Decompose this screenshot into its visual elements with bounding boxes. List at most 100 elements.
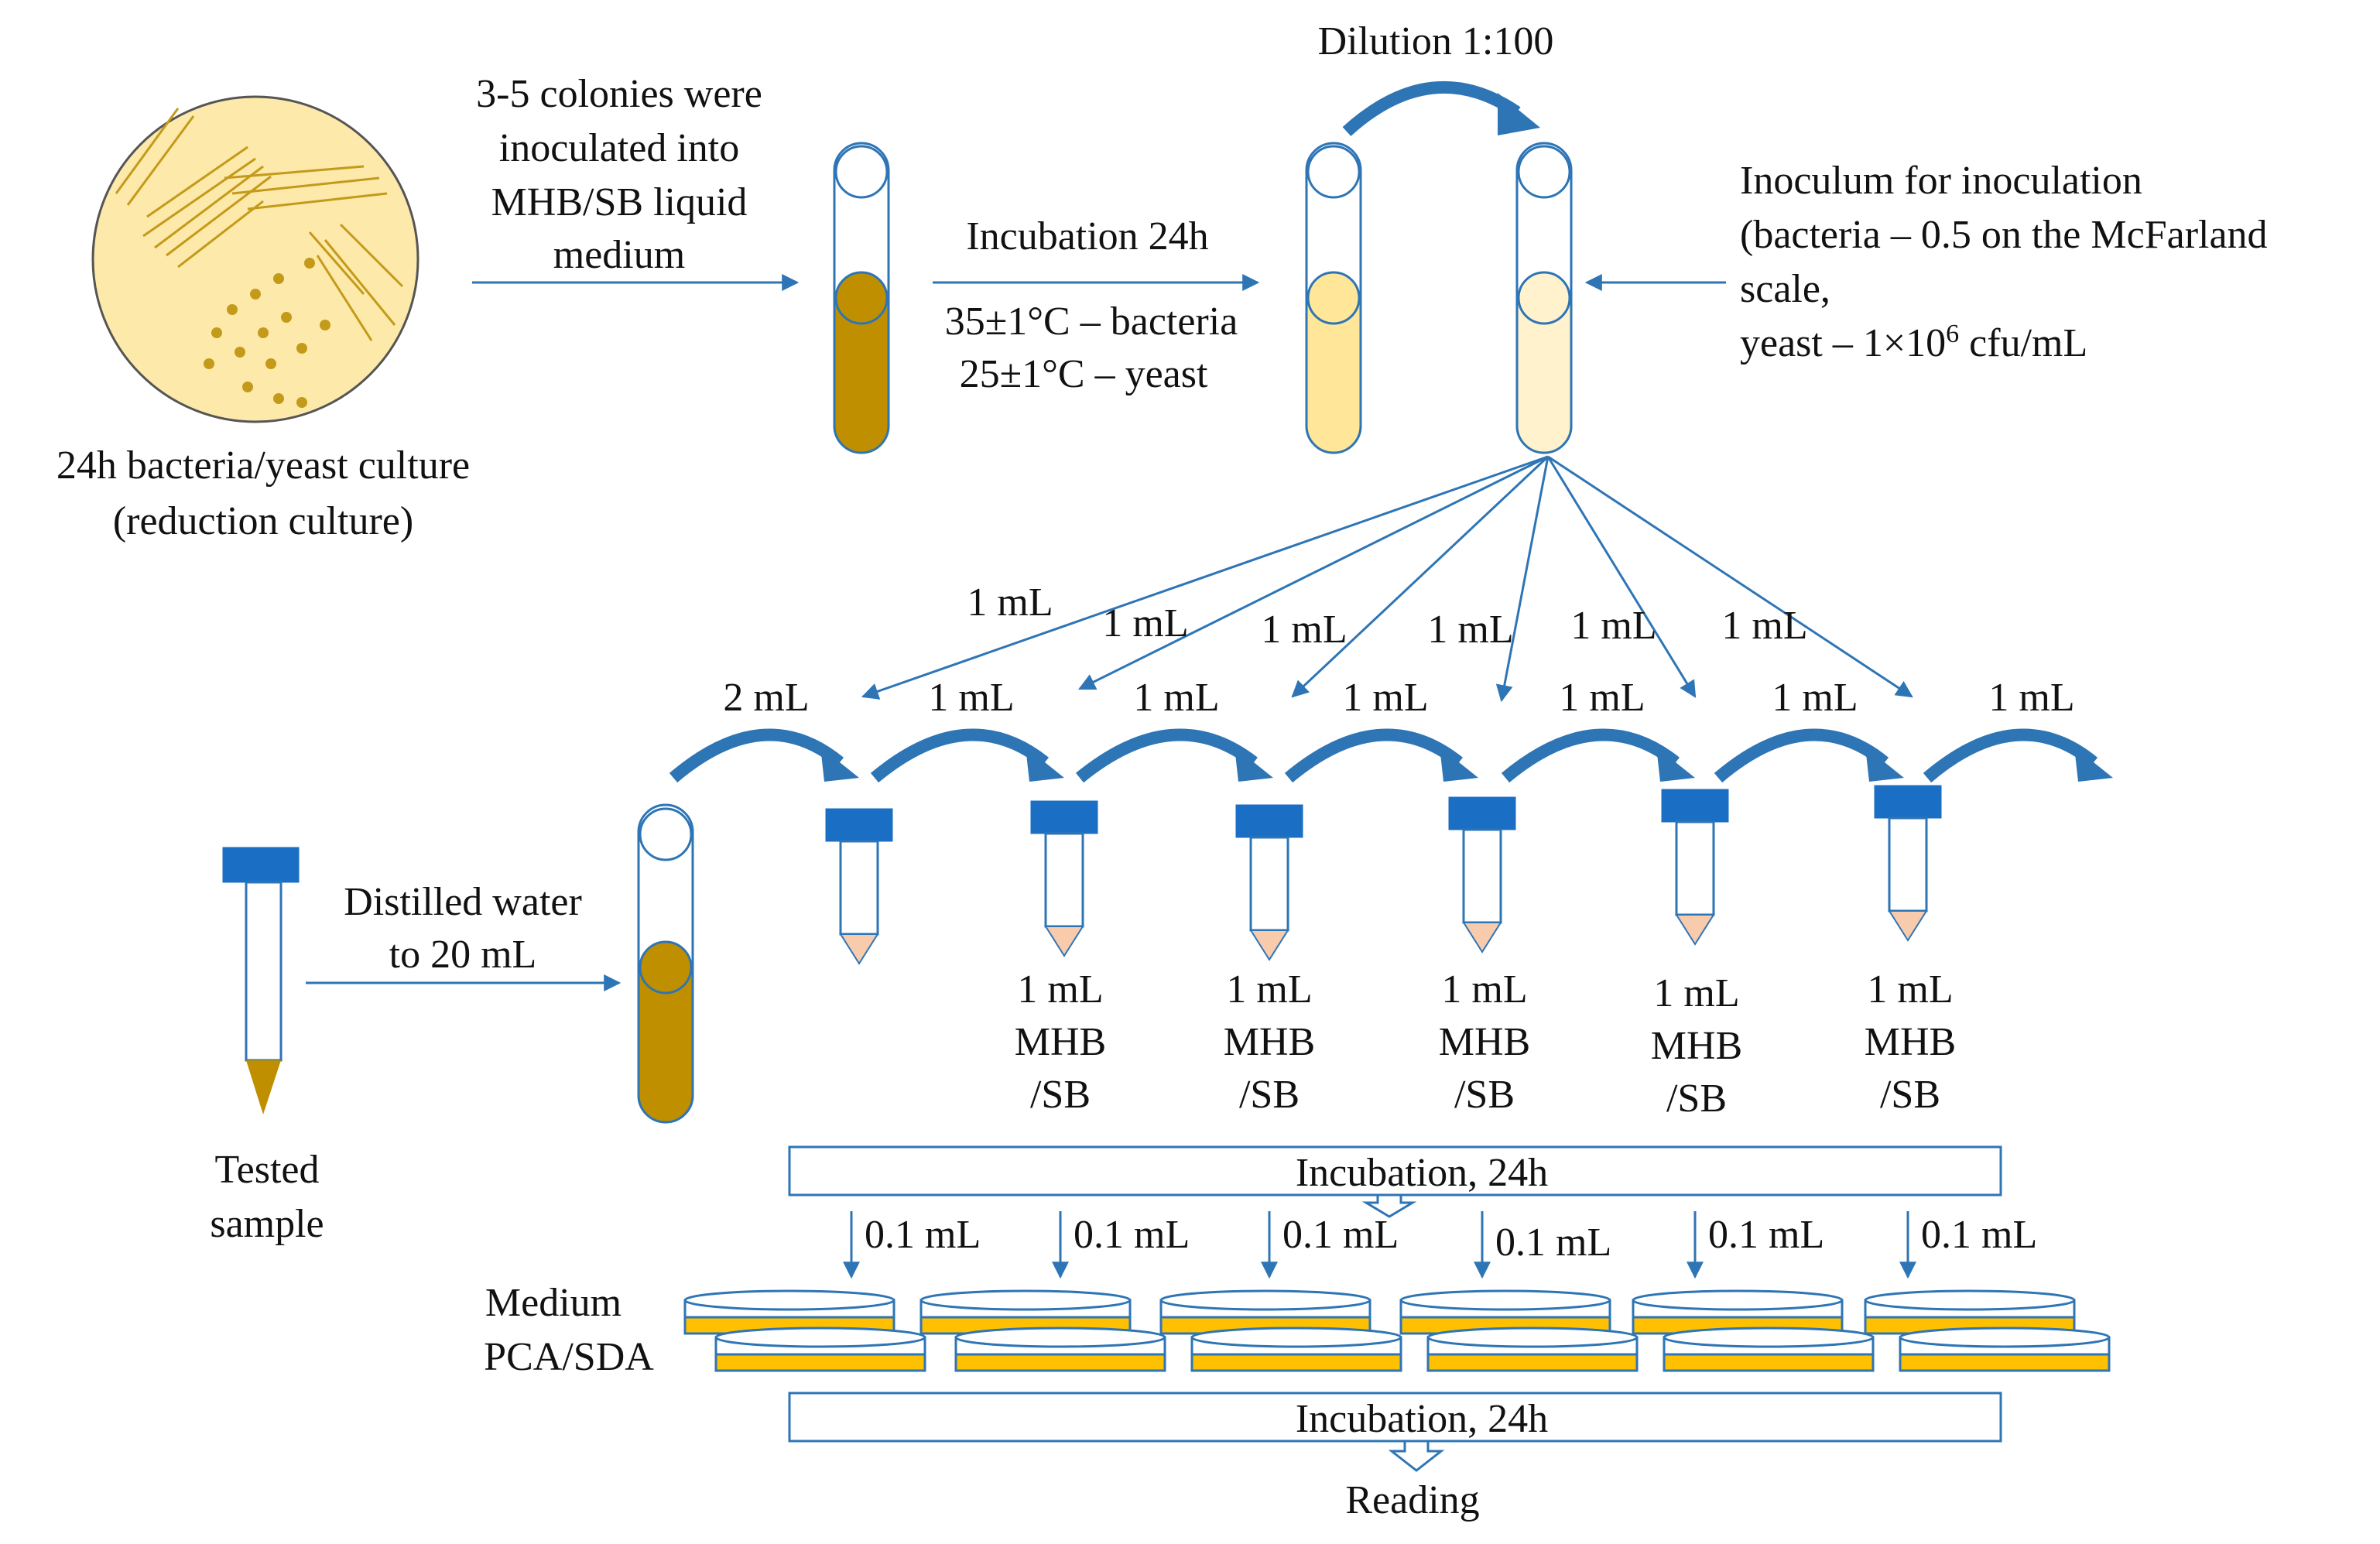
medium-label-line2: PCA/SDA bbox=[484, 1335, 654, 1379]
colonies-label-line4: medium bbox=[553, 233, 685, 277]
transfer-arrow bbox=[1501, 728, 1680, 783]
medium-volume-label: 1 mL bbox=[1226, 967, 1312, 1012]
agar-plate-icon bbox=[1190, 1327, 1402, 1372]
agar-plate-icon bbox=[683, 1289, 895, 1335]
inoculum-arrow bbox=[861, 455, 1549, 700]
plating-volume-label: 0.1 mL bbox=[1074, 1213, 1190, 1257]
plating-volume-label: 0.1 mL bbox=[1495, 1220, 1611, 1265]
medium-volume-label: 1 mL bbox=[1653, 971, 1739, 1015]
culture-colonies bbox=[204, 258, 330, 408]
inoculum-tube-icon bbox=[1515, 142, 1573, 454]
medium-volume-label: MHB bbox=[1651, 1024, 1742, 1068]
incubation-final-label: Incubation, 24h bbox=[1296, 1397, 1548, 1441]
culture-streaks bbox=[115, 108, 404, 341]
medium-volume-label: 1 mL bbox=[1867, 967, 1953, 1012]
medium-volume-label: MHB bbox=[1439, 1020, 1530, 1064]
medium-volume-label: /SB bbox=[1880, 1073, 1940, 1117]
inoculum-volume-label: 1 mL bbox=[1721, 604, 1807, 648]
plating-volume-label: 0.1 mL bbox=[1708, 1213, 1824, 1257]
sample-dilution-tube-icon bbox=[637, 803, 694, 1124]
transfer-volume-label: 1 mL bbox=[1559, 676, 1645, 720]
reading-label: Reading bbox=[1345, 1478, 1479, 1522]
transfer-arrowhead bbox=[1026, 747, 1064, 782]
plating-volume-label: 0.1 mL bbox=[865, 1213, 981, 1257]
inoculum-label-line3: scale, bbox=[1740, 267, 1830, 311]
colonies-label-line2: inoculated into bbox=[499, 126, 739, 170]
dilution-tube-icon bbox=[825, 808, 893, 965]
medium-volume-label: MHB bbox=[1224, 1020, 1315, 1064]
transfer-arrowhead bbox=[1656, 747, 1695, 782]
tested-sample-tube-icon bbox=[222, 847, 300, 1114]
dilution-tube-icon bbox=[1661, 789, 1729, 946]
agar-plate-icon bbox=[1864, 1289, 2076, 1335]
inoculum-volume-label: 1 mL bbox=[1570, 604, 1656, 648]
medium-volume-label: /SB bbox=[1030, 1073, 1091, 1117]
inoculum-distribution-arrows bbox=[861, 455, 1913, 703]
colonies-label-line3: MHB/SB liquid bbox=[491, 180, 748, 224]
transfer-arrowhead bbox=[2074, 747, 2113, 782]
agar-plate-icon bbox=[1663, 1327, 1875, 1372]
agar-plate-icon bbox=[714, 1327, 926, 1372]
distilled-water-label-line1: Distilled water bbox=[344, 880, 582, 924]
transfer-volume-label: 1 mL bbox=[1772, 676, 1858, 720]
transfer-arrowhead bbox=[820, 747, 859, 782]
medium-label-line1: Medium bbox=[485, 1281, 622, 1325]
tested-sample-label-line1: Tested bbox=[215, 1148, 320, 1192]
dilution-arrow-icon bbox=[1342, 80, 1540, 136]
transfer-volume-label: 1 mL bbox=[928, 676, 1014, 720]
transfer-volume-label: 1 mL bbox=[1342, 676, 1428, 720]
agar-plate-icon bbox=[1426, 1327, 1639, 1372]
agar-plate-icon bbox=[1159, 1289, 1371, 1335]
colonies-label-line1: 3-5 colonies were bbox=[476, 72, 762, 116]
transfer-volume-label: 1 mL bbox=[1988, 676, 2074, 720]
tested-sample-label-line2: sample bbox=[210, 1202, 324, 1246]
medium-volume-label: /SB bbox=[1454, 1073, 1515, 1117]
inoculum-arrow bbox=[1291, 455, 1550, 698]
culture-label-line1: 24h bacteria/yeast culture bbox=[57, 443, 470, 488]
inoculum-arrow bbox=[1546, 456, 1697, 698]
inoculum-label-line2: (bacteria – 0.5 on the McFarland bbox=[1740, 213, 2268, 257]
broth-tube-icon bbox=[833, 142, 890, 454]
inoculum-arrow bbox=[1078, 455, 1549, 690]
transfer-arrowhead bbox=[1865, 747, 1904, 782]
inoculum-label-line4: yeast – 1×106 cfu/mL bbox=[1740, 320, 2087, 365]
transfer-arrowhead bbox=[1235, 747, 1273, 782]
transfer-arrow bbox=[1923, 728, 2098, 783]
transfer-arrow bbox=[870, 728, 1049, 783]
agar-plate-icon bbox=[1899, 1327, 2111, 1372]
incubation-plates-label: Incubation, 24h bbox=[1296, 1151, 1548, 1195]
inoculum-arrow bbox=[1495, 456, 1550, 703]
culture-petri-dish-icon bbox=[91, 95, 419, 423]
inoculum-volume-label: 1 mL bbox=[1102, 601, 1188, 645]
transfer-arrow bbox=[669, 728, 844, 783]
medium-volume-label: 1 mL bbox=[1441, 967, 1527, 1012]
temp-yeast-label: 25±1°C – yeast bbox=[960, 352, 1208, 396]
incubation-final-box: Incubation, 24h bbox=[788, 1392, 2002, 1443]
down-hollow-arrow-icon bbox=[1388, 1440, 1445, 1472]
inoculum-volume-label: 1 mL bbox=[1427, 608, 1513, 652]
transfer-arrowhead bbox=[1440, 747, 1478, 782]
agar-plate-icon bbox=[1632, 1289, 1844, 1335]
medium-volume-label: /SB bbox=[1666, 1077, 1727, 1121]
incubation-24h-label: Incubation 24h bbox=[966, 214, 1208, 258]
dilution-tube-icon bbox=[1874, 785, 1942, 942]
inoculum-arrow bbox=[1547, 455, 1913, 698]
overnight-tube-icon bbox=[1305, 142, 1362, 454]
dilution-tube-icon bbox=[1448, 796, 1516, 953]
transfer-volume-label: 1 mL bbox=[1133, 676, 1219, 720]
plating-volume-label: 0.1 mL bbox=[1282, 1213, 1399, 1257]
temp-bacteria-label: 35±1°C – bacteria bbox=[945, 300, 1238, 344]
dilution-tubes bbox=[825, 785, 1942, 965]
medium-volume-label: MHB bbox=[1865, 1020, 1956, 1064]
agar-plate-icon bbox=[919, 1289, 1132, 1335]
transfer-arrow bbox=[1714, 728, 1889, 783]
transfer-arrow bbox=[1284, 728, 1463, 783]
dilution-tube-icon bbox=[1235, 804, 1303, 961]
agar-plates bbox=[683, 1289, 2111, 1372]
inoculum-label-line1: Inoculum for inoculation bbox=[1740, 159, 2142, 203]
dilution-label: Dilution 1:100 bbox=[1318, 19, 1554, 63]
